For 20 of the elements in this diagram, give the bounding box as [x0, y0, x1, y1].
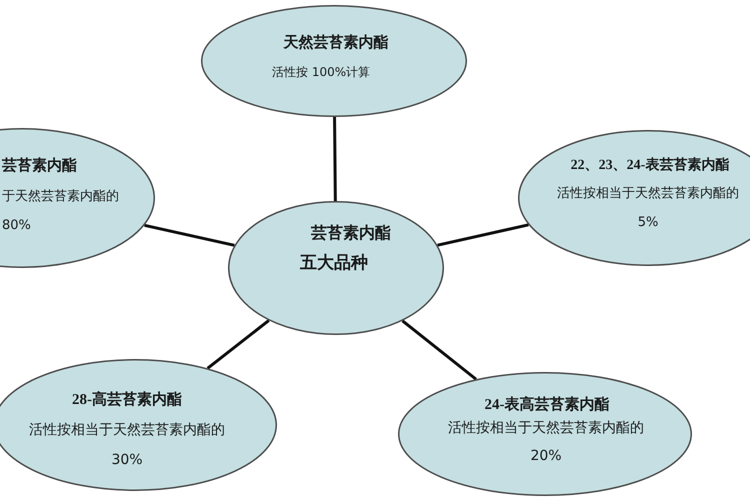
node-title: 芸苔素内酯 [311, 223, 391, 244]
oval-node [200, 4, 468, 118]
node-title: 芸苔素内酯 [2, 156, 77, 176]
node-title: 22、23、24-表芸苔素内酯 [570, 157, 730, 175]
connector-line [333, 116, 337, 202]
node-title: 24-表高芸苔素内酯 [484, 395, 610, 415]
node-title: 28-高芸苔素内酯 [72, 390, 182, 410]
node-description: 于天然芸苔素内酯的80% [2, 188, 120, 234]
oval-node [227, 200, 445, 336]
node-description: 活性按相当于天然芸苔素内酯的20% [447, 419, 645, 466]
node-title: 五大品种 [300, 252, 368, 274]
connector-line [206, 319, 270, 370]
node-description: 活性按相当于天然芸苔素内酯的30% [28, 421, 226, 470]
node-description: 活性按 100%计算 [272, 64, 370, 80]
connector-line [144, 224, 235, 247]
node-title: 天然芸苔素内酯 [284, 33, 388, 53]
connector-line [437, 223, 529, 247]
connector-line [402, 320, 477, 380]
oval-node [397, 371, 693, 497]
node-description: 活性按相当于天然芸苔素内酯的5% [556, 184, 740, 232]
